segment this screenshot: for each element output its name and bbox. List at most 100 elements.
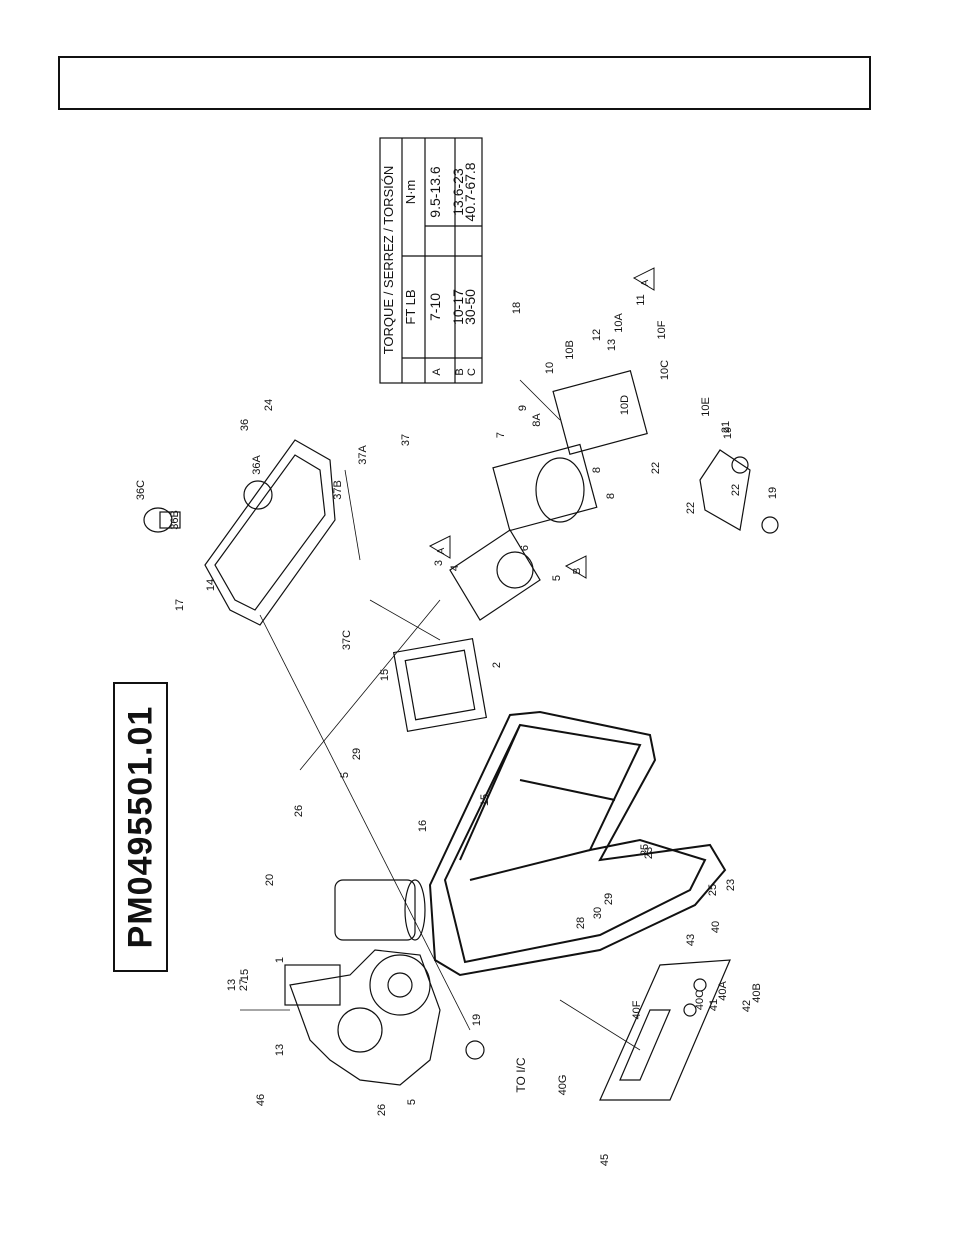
part-callout: 37C (341, 630, 353, 650)
part-callout: 10A (613, 313, 625, 333)
part-callout: 25 (707, 884, 719, 896)
part-callout: 40C (694, 990, 706, 1010)
part-callout: 2 (491, 662, 503, 668)
part-callout: 19 (722, 427, 734, 439)
torque-flag-label: A (640, 279, 651, 286)
part-callout: 28 (575, 917, 587, 929)
torque-flag-a-lower: A (428, 535, 451, 559)
part-callout: 15 (239, 969, 251, 981)
part-callout: 9 (517, 405, 529, 411)
torque-table-text: TORQUE / SERREZ / TORSIÓN FT LB N·m A 7-… (381, 162, 478, 376)
torque-row-c-ftlb: 30-50 (462, 289, 478, 325)
fuel-cap (143, 507, 181, 533)
control-panel (599, 959, 731, 1101)
part-callout: 36A (251, 455, 263, 475)
part-callout: 6 (519, 545, 531, 551)
part-callout: 10C (659, 360, 671, 380)
part-callout: 36 (239, 419, 251, 431)
header-box (58, 56, 871, 110)
rotor (449, 529, 541, 621)
torque-table-title: TORQUE / SERREZ / TORSIÓN (381, 166, 396, 355)
part-callout: 10F (656, 320, 668, 339)
part-callout: 37B (332, 480, 344, 500)
stator (492, 443, 598, 532)
part-callout: 10 (544, 362, 556, 374)
part-callout: 40A (717, 981, 729, 1001)
part-callout: 23 (643, 847, 655, 859)
brackets (465, 449, 779, 1060)
part-callout: 19 (471, 1014, 483, 1026)
alternator-housing (392, 637, 488, 733)
part-callout: 43 (685, 934, 697, 946)
part-callout: 3 (433, 560, 445, 566)
torque-flag-label: B (572, 567, 583, 574)
part-callout: 40 (710, 921, 722, 933)
part-callout: 26 (376, 1104, 388, 1116)
part-callout: 10E (700, 397, 712, 417)
part-callout: 26 (293, 805, 305, 817)
part-callout: 8 (591, 467, 603, 473)
part-callout: 40G (557, 1075, 569, 1096)
torque-row-a-symbol: A (431, 368, 443, 376)
torque-row-b-nm: 13.6-23 (450, 168, 466, 216)
muffler (334, 879, 426, 941)
part-callout: 17 (174, 599, 186, 611)
torque-row-a-ftlb: 7-10 (427, 293, 443, 321)
part-callout: 13 (226, 979, 238, 991)
torque-row-c-symbol: C (466, 368, 478, 376)
part-callout: 4 (449, 565, 461, 571)
torque-flags: A B A (428, 267, 655, 579)
part-callout: 15 (479, 794, 491, 806)
part-callout: 30 (592, 907, 604, 919)
torque-table (379, 137, 483, 384)
part-callout: 29 (603, 893, 615, 905)
part-callout: 16 (417, 820, 429, 832)
frame (428, 710, 727, 977)
part-callout: 37 (400, 434, 412, 446)
torque-flag-b: B (564, 555, 587, 579)
part-callout: 25 (639, 844, 651, 856)
part-callout: 20 (264, 874, 276, 886)
end-bell (552, 370, 648, 455)
part-callout: 8A (531, 413, 543, 427)
torque-table-col-ftlb: FT LB (403, 289, 418, 324)
part-callout: 10D (619, 395, 631, 415)
part-callout: 22 (730, 484, 742, 496)
part-callout: 21 (720, 421, 732, 433)
part-callout: 19 (767, 487, 779, 499)
part-callout: 5 (339, 772, 351, 778)
torque-row-c-nm: 40.7-67.8 (462, 162, 478, 221)
part-callout: 22 (685, 502, 697, 514)
part-callout: 8 (605, 493, 617, 499)
leader-lines (240, 379, 641, 1051)
fuel-tank (204, 439, 336, 626)
part-callout: 40F (631, 1000, 643, 1019)
part-callout: 23 (725, 879, 737, 891)
part-callout: 18 (511, 302, 523, 314)
part-callout: 24 (263, 399, 275, 411)
part-callout: 36C (135, 480, 147, 500)
part-callout: 7 (495, 432, 507, 438)
part-callout: 41 (708, 999, 720, 1011)
model-number-box: PM0495501.01 (113, 682, 168, 972)
part-callout: 27 (238, 979, 250, 991)
part-callout: 10B (564, 340, 576, 360)
engine (284, 949, 441, 1086)
torque-row-b-ftlb: 10-17 (450, 289, 466, 325)
part-callout: 42 (741, 1000, 753, 1012)
part-callout: 36B (169, 510, 181, 530)
torque-row-b-symbol: B (454, 368, 466, 375)
part-callout: 11 (635, 294, 647, 305)
part-callout: 45 (599, 1154, 611, 1166)
part-callout: 15 (379, 669, 391, 681)
part-callout: 12 (591, 329, 603, 341)
torque-flag-label: A (436, 547, 447, 554)
torque-flag-a-upper: A (632, 267, 655, 291)
part-callout: 22 (650, 462, 662, 474)
part-callout: 13 (274, 1044, 286, 1056)
torque-table-col-nm: N·m (403, 180, 418, 205)
part-callout: 1 (274, 957, 286, 963)
part-callout: 14 (205, 579, 217, 591)
